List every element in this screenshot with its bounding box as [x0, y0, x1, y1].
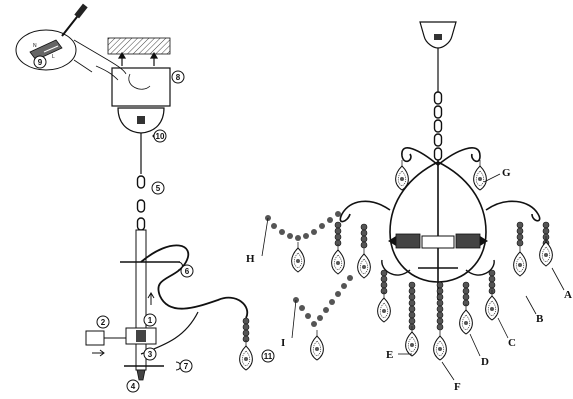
screw-tag: L	[52, 54, 55, 60]
svg-text:10: 10	[156, 132, 165, 141]
step-marker-1: 1	[143, 313, 157, 327]
step-markers: 1 2 3 4 5 6 7 8 9 10 11	[33, 55, 275, 393]
canopy	[95, 59, 171, 134]
bottom-finial	[136, 369, 146, 381]
part-labels	[261, 173, 565, 381]
step-marker-3: 3	[143, 347, 157, 361]
part-label-f: F	[454, 381, 461, 393]
part-label-c: C	[508, 337, 516, 349]
svg-text:9: 9	[38, 58, 43, 67]
svg-text:8: 8	[176, 73, 181, 82]
step-marker-8: 8	[171, 70, 185, 84]
swag-chain-lower	[293, 275, 353, 361]
wire-tag: N	[33, 43, 37, 49]
assembled-chandelier	[265, 21, 553, 361]
svg-text:6: 6	[185, 267, 190, 276]
part-label-g: G	[502, 167, 511, 179]
part-letters: A B C D E F G H I	[246, 167, 572, 393]
part-label-e: E	[386, 349, 393, 361]
svg-text:7: 7	[184, 362, 189, 371]
socket-left	[395, 233, 421, 249]
part-label-a: A	[564, 289, 572, 301]
svg-text:5: 5	[156, 184, 161, 193]
socket-right	[455, 233, 481, 249]
arm-crystal	[239, 317, 253, 371]
svg-text:3: 3	[148, 350, 153, 359]
chain	[136, 175, 146, 231]
step-marker-6: 6	[180, 264, 194, 278]
part-label-i: I	[281, 337, 285, 349]
step-marker-2: 2	[96, 315, 110, 329]
cage-frame	[389, 161, 487, 283]
svg-text:4: 4	[131, 382, 136, 391]
step-marker-10: 10	[153, 129, 167, 143]
svg-text:2: 2	[101, 318, 106, 327]
right-chain	[433, 91, 443, 161]
step-marker-5: 5	[151, 181, 165, 195]
step-marker-9: 9	[33, 55, 47, 69]
step-marker-11: 11	[261, 349, 275, 363]
ceiling	[107, 37, 171, 55]
svg-text:1: 1	[148, 316, 153, 325]
part-label-h: H	[246, 253, 255, 265]
part-label-d: D	[481, 356, 489, 368]
center-stem	[135, 229, 147, 371]
part-label-b: B	[536, 313, 544, 325]
step-marker-4: 4	[126, 379, 140, 393]
step-marker-7: 7	[179, 359, 193, 373]
wire-connector	[85, 330, 105, 346]
wire-connection-detail: N L	[15, 3, 109, 73]
installation-view: N L	[15, 3, 253, 381]
scroll-arm	[140, 244, 249, 319]
swag-chain-left	[265, 211, 341, 273]
svg-text:11: 11	[264, 352, 273, 361]
